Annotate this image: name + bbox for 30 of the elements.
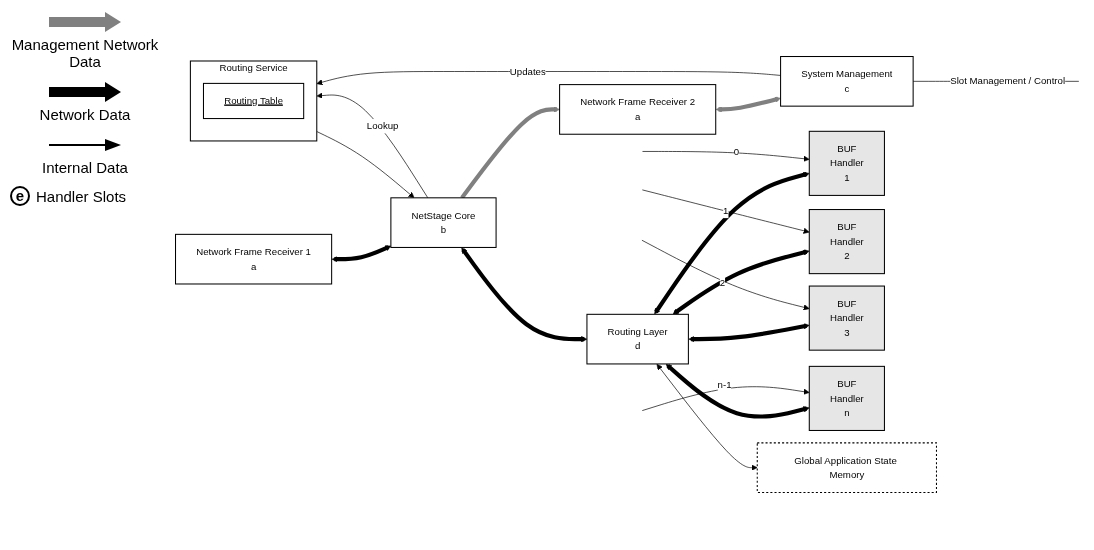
node-box: Network Frame Receiver 1 a	[175, 234, 333, 285]
edge-label: Updates	[509, 66, 546, 78]
edge-label: 0	[733, 146, 740, 158]
legend-text: Network Data	[39, 106, 131, 123]
arrow	[672, 249, 810, 315]
edge-label: 1	[723, 205, 729, 217]
edge-label: Lookup	[366, 120, 399, 132]
arrow	[460, 106, 560, 200]
arrow	[331, 245, 392, 263]
edge-label: Slot Management / Control	[950, 75, 1066, 87]
edge-label: 2	[719, 277, 726, 289]
arrow	[688, 323, 810, 343]
node-box: NetStage Core b	[390, 197, 497, 249]
node-box: Routing Layer d	[586, 314, 689, 365]
node-box: System Management c	[780, 56, 914, 108]
legend-text: Management Network Data	[10, 36, 160, 70]
note-label: Handler Slots	[36, 187, 127, 205]
node-box: BUF Handler 3	[808, 286, 885, 352]
node-box: BUF Handler n	[808, 366, 885, 432]
legend-text: Internal Data	[42, 159, 128, 176]
arrow	[654, 172, 810, 315]
edge-label: n-1	[717, 379, 732, 391]
circled-letter: e	[10, 186, 30, 206]
node-box: Routing Table	[202, 83, 305, 120]
arrow	[715, 97, 781, 113]
node-box: BUF Handler 2	[808, 209, 885, 275]
node-box: BUF Handler 1	[808, 131, 885, 197]
node-box: Global Application State Memory	[756, 442, 937, 494]
node-box: Network Frame Receiver 2 a	[559, 84, 717, 136]
arrow	[665, 364, 810, 420]
